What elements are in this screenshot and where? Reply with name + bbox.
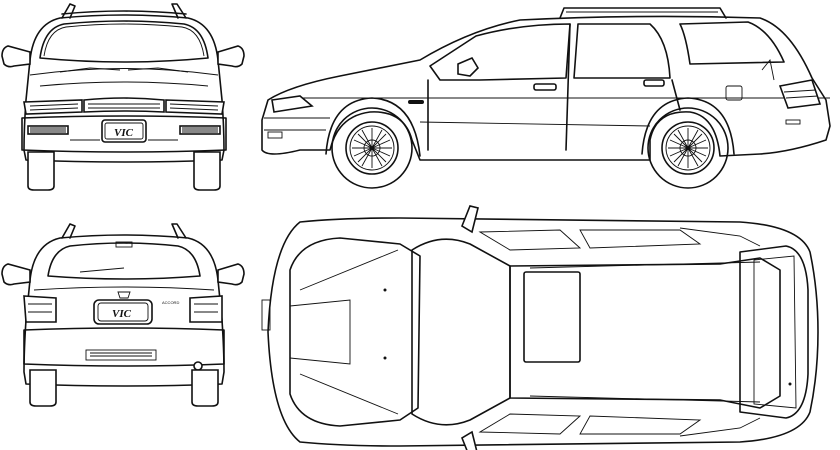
front-plate-text: VIC: [114, 127, 134, 139]
side-view: [261, 7, 831, 189]
front-door-window: [429, 23, 571, 81]
front-license-plate: [101, 119, 147, 143]
quarter-window: [679, 21, 785, 65]
top-view: [261, 205, 819, 450]
windshield: [411, 238, 511, 426]
rear-plate-text: VIC: [112, 308, 132, 320]
rear-license-plate: [93, 299, 153, 325]
front-view: VIC: [1, 3, 245, 191]
rear-badge: ACCORD: [162, 300, 179, 305]
rear-view: VIC ACCORD: [1, 223, 245, 407]
sunroof: [523, 271, 581, 363]
rear-door-window: [573, 23, 671, 79]
